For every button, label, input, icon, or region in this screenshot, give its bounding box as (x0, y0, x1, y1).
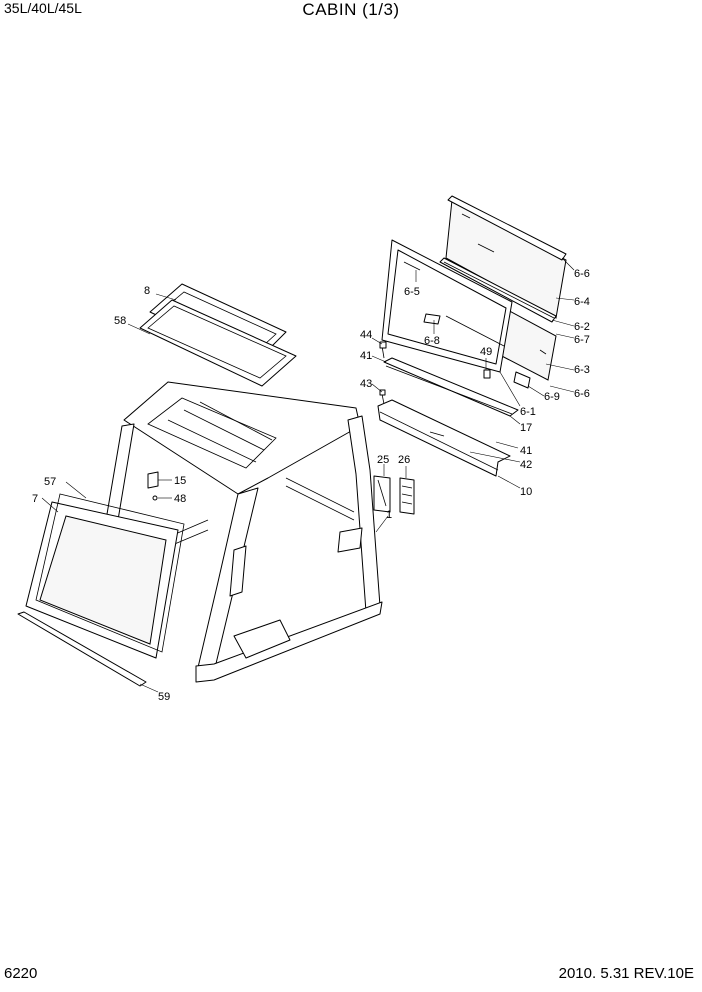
window-frame-outer (381, 239, 513, 373)
callout-49: 49 (480, 346, 492, 358)
vent-26 (399, 477, 415, 515)
latch-6-8 (423, 313, 441, 325)
callout-57: 57 (44, 476, 56, 488)
door-seal-57 (35, 493, 185, 653)
callout-8: 8 (144, 285, 150, 297)
revision-date: 2010. 5.31 REV.10E (558, 965, 694, 982)
callout-41-lower: 41 (520, 445, 532, 457)
callout-6-7: 6-7 (574, 334, 590, 346)
roof-seal-58 (139, 299, 297, 387)
part-25 (373, 475, 391, 513)
callout-10: 10 (520, 486, 532, 498)
window-rail-top (447, 195, 567, 261)
callout-6-3: 6-3 (574, 364, 590, 376)
rail-41-upper (383, 357, 519, 417)
window-channel-6-4 (439, 257, 557, 323)
callout-6-5: 6-5 (404, 286, 420, 298)
callout-44: 44 (360, 329, 372, 341)
callout-6-8: 6-8 (424, 335, 440, 347)
callout-25: 25 (377, 454, 389, 466)
callout-42: 42 (520, 459, 532, 471)
handle-6-9 (513, 371, 531, 389)
callout-7: 7 (32, 493, 38, 505)
page-number: 6220 (4, 965, 38, 982)
callout-6-1: 6-1 (520, 406, 536, 418)
callout-6-4: 6-4 (574, 296, 590, 308)
leader-lines (41, 257, 575, 693)
callout-17: 17 (520, 422, 532, 434)
callout-6-6-upper: 6-6 (574, 268, 590, 280)
lower-rail-10 (377, 399, 511, 477)
callout-6-9: 6-9 (544, 391, 560, 403)
callout-1: 1 (386, 509, 392, 521)
door-rail-59 (17, 611, 147, 687)
bracket-43 (379, 389, 386, 405)
model-label: 35L/40L/45L (4, 0, 82, 16)
callout-6-2: 6-2 (574, 321, 590, 333)
callout-48: 48 (174, 493, 186, 505)
callout-26: 26 (398, 454, 410, 466)
bolt-44 (379, 341, 387, 359)
callout-43: 43 (360, 378, 372, 390)
callout-15: 15 (174, 475, 186, 487)
callout-6-6-lower: 6-6 (574, 388, 590, 400)
door-frame-7 (25, 501, 179, 659)
screw-48 (152, 495, 158, 501)
plate-15 (147, 471, 159, 489)
bolt-49 (483, 369, 491, 379)
page-title: CABIN (1/3) (302, 0, 400, 19)
callout-41-upper: 41 (360, 350, 372, 362)
callout-59: 59 (158, 691, 170, 703)
callout-58: 58 (114, 315, 126, 327)
